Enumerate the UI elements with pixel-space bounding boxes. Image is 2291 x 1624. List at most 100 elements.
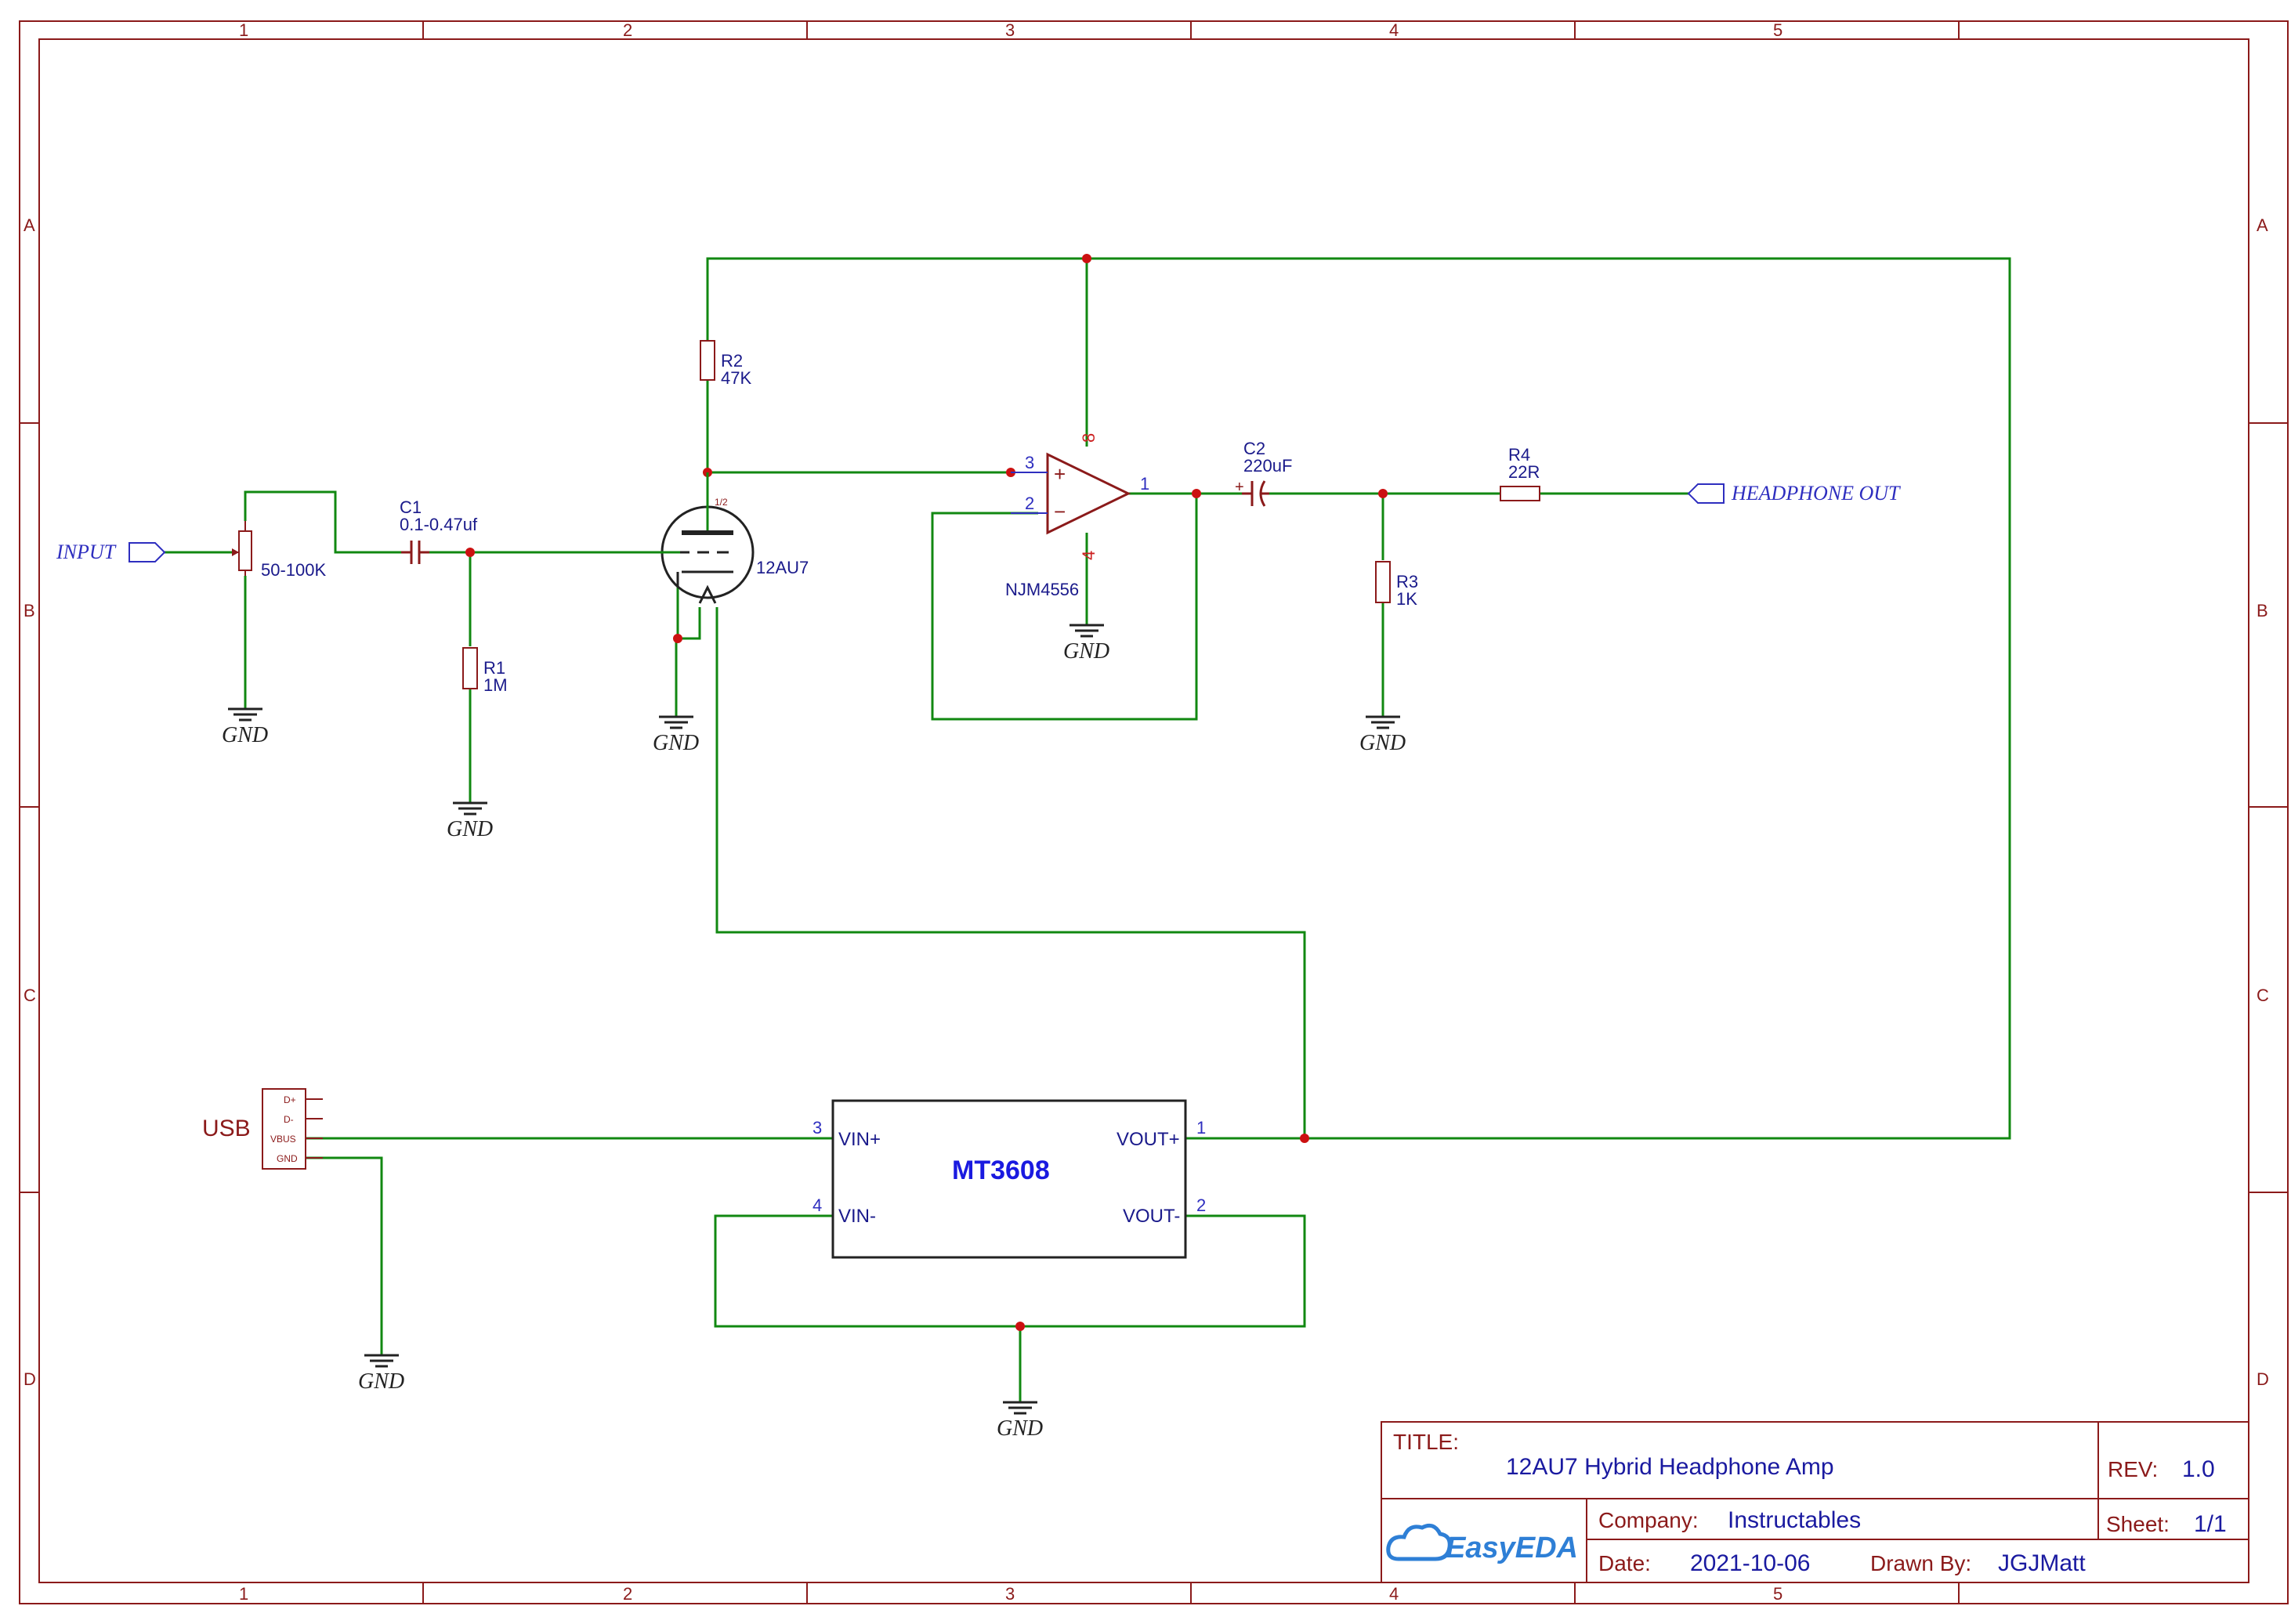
junctions bbox=[465, 254, 1388, 1331]
frame-col-label-bottom: 3 bbox=[1005, 1584, 1015, 1604]
wire-cathode-gnd bbox=[675, 584, 679, 717]
wire-heater-feed bbox=[678, 607, 701, 640]
r2-value: 47K bbox=[721, 368, 751, 388]
gnd-label: GND bbox=[358, 1369, 404, 1394]
wire-feedback bbox=[931, 494, 1198, 721]
c2-polarity: + bbox=[1235, 479, 1244, 496]
r1-ref: R1 bbox=[483, 658, 505, 678]
ground-symbol: GND bbox=[997, 1401, 1043, 1441]
resistor-r1 bbox=[462, 647, 478, 689]
r2-ref: R2 bbox=[721, 351, 743, 371]
r3-ref: R3 bbox=[1396, 572, 1418, 591]
r1-value: 1M bbox=[483, 675, 508, 695]
drawing-frame bbox=[19, 20, 2289, 1604]
frame-row-label-left: D bbox=[24, 1369, 36, 1389]
gnd-label: GND bbox=[447, 817, 493, 841]
ground-symbols: GND GND GND GND GND GND GND bbox=[222, 624, 1406, 1441]
vacuum-tube-12au7 bbox=[658, 472, 755, 604]
resistor-r2 bbox=[700, 340, 715, 381]
mt3608-pin-vout-plus: VOUT+ bbox=[1117, 1129, 1180, 1150]
drawn-by-label: Drawn By: bbox=[1870, 1551, 1971, 1575]
frame-col-label-top: 4 bbox=[1389, 20, 1399, 40]
opamp-pin-8: 8 bbox=[1079, 433, 1098, 443]
opamp-pin-3: 3 bbox=[1025, 453, 1034, 472]
c1-ref: C1 bbox=[400, 497, 422, 517]
company-label: Company: bbox=[1598, 1508, 1699, 1532]
r4-ref: R4 bbox=[1508, 445, 1530, 465]
c2-value: 220uF bbox=[1243, 456, 1292, 476]
cloud-icon bbox=[1386, 1523, 1452, 1561]
r3-value: 1K bbox=[1396, 589, 1417, 609]
wire-heater-to-supply bbox=[715, 607, 1306, 1138]
wire-supply-top bbox=[706, 257, 2011, 1140]
resistor-r3 bbox=[1375, 561, 1391, 603]
sheet-label: Sheet: bbox=[2106, 1512, 2170, 1536]
gnd-label: GND bbox=[1063, 639, 1109, 664]
usb-ref: USB bbox=[202, 1116, 251, 1141]
frame-row-label-left: A bbox=[24, 215, 35, 235]
opamp-minus-sign: − bbox=[1054, 500, 1066, 523]
junction-cathode bbox=[673, 634, 682, 643]
mt3608-pin-num-2: 2 bbox=[1196, 1195, 1206, 1215]
company-value: Instructables bbox=[1728, 1507, 1861, 1533]
r4-value: 22R bbox=[1508, 462, 1540, 482]
frame-row-label-left: B bbox=[24, 601, 35, 620]
frame-col-label-top: 1 bbox=[239, 20, 248, 40]
frame-col-label-bottom: 4 bbox=[1389, 1584, 1399, 1604]
usb-connector: D+ D- VBUS GND bbox=[262, 1088, 323, 1170]
frame-col-label-top: 2 bbox=[623, 20, 632, 40]
frame-col-label-top: 3 bbox=[1005, 20, 1015, 40]
logo-text: EasyEDA bbox=[1446, 1532, 1578, 1564]
tube-unit: 1/2 bbox=[715, 497, 728, 508]
mt3608-pin-num-4: 4 bbox=[813, 1195, 822, 1215]
gnd-label: GND bbox=[1359, 731, 1406, 755]
pot-value: 50-100K bbox=[261, 560, 327, 580]
junction-c1-r1 bbox=[465, 548, 475, 557]
opamp-value: NJM4556 bbox=[1005, 580, 1079, 599]
gnd-label: GND bbox=[653, 731, 699, 755]
wire-vin-minus-loop bbox=[714, 1214, 1306, 1328]
rev-value: 1.0 bbox=[2182, 1456, 2215, 1482]
usb-pin-dminus: D- bbox=[284, 1114, 294, 1125]
opamp-pin-4: 4 bbox=[1079, 551, 1098, 560]
mt3608-name: MT3608 bbox=[952, 1156, 1050, 1185]
wire-pot-wiper bbox=[244, 490, 401, 554]
frame-col-label-bottom: 2 bbox=[623, 1584, 632, 1604]
title-block bbox=[1381, 1421, 2249, 1583]
junction-boost-out bbox=[1300, 1134, 1309, 1143]
date-label: Date: bbox=[1598, 1551, 1651, 1575]
c1-value: 0.1-0.47uf bbox=[400, 515, 478, 534]
opamp-pin-1: 1 bbox=[1140, 474, 1149, 494]
title-label: TITLE: bbox=[1393, 1430, 1459, 1454]
sheet-value: 1/1 bbox=[2194, 1511, 2227, 1537]
rev-label: REV: bbox=[2108, 1457, 2158, 1481]
junction-r3 bbox=[1378, 489, 1388, 498]
mt3608-pin-vin-plus: VIN+ bbox=[838, 1129, 881, 1150]
ground-symbol: GND bbox=[222, 707, 268, 747]
potentiometer: 50-100K bbox=[232, 521, 327, 580]
junction-supply bbox=[1082, 254, 1091, 263]
ground-symbol: GND bbox=[1063, 624, 1109, 664]
drawn-by-value: JGJMatt bbox=[1998, 1550, 2086, 1576]
net-label-headphone-out: HEADPHONE OUT bbox=[1731, 482, 1901, 505]
usb-pin-vbus: VBUS bbox=[270, 1134, 296, 1145]
capacitor-c2 bbox=[1242, 480, 1269, 507]
junction-boost-gnd bbox=[1015, 1322, 1025, 1331]
mt3608-pin-num-3: 3 bbox=[813, 1118, 822, 1138]
ground-symbol: GND bbox=[358, 1354, 404, 1394]
frame-grid-ticks bbox=[20, 21, 2288, 1604]
ground-symbol: GND bbox=[447, 801, 493, 841]
date-value: 2021-10-06 bbox=[1690, 1550, 1810, 1576]
title-value: 12AU7 Hybrid Headphone Amp bbox=[1506, 1454, 1834, 1480]
wire-usb-gnd bbox=[306, 1156, 383, 1355]
net-flag-input: INPUT bbox=[56, 541, 166, 563]
net-label-input: INPUT bbox=[56, 541, 117, 563]
easyeda-logo: EasyEDA bbox=[1386, 1523, 1578, 1564]
c2-ref: C2 bbox=[1243, 439, 1265, 458]
frame-row-label-right: B bbox=[2257, 601, 2268, 620]
frame-col-label-bottom: 1 bbox=[239, 1584, 248, 1604]
usb-pin-gnd: GND bbox=[277, 1153, 298, 1164]
opamp-njm4556: + − bbox=[1011, 452, 1131, 535]
